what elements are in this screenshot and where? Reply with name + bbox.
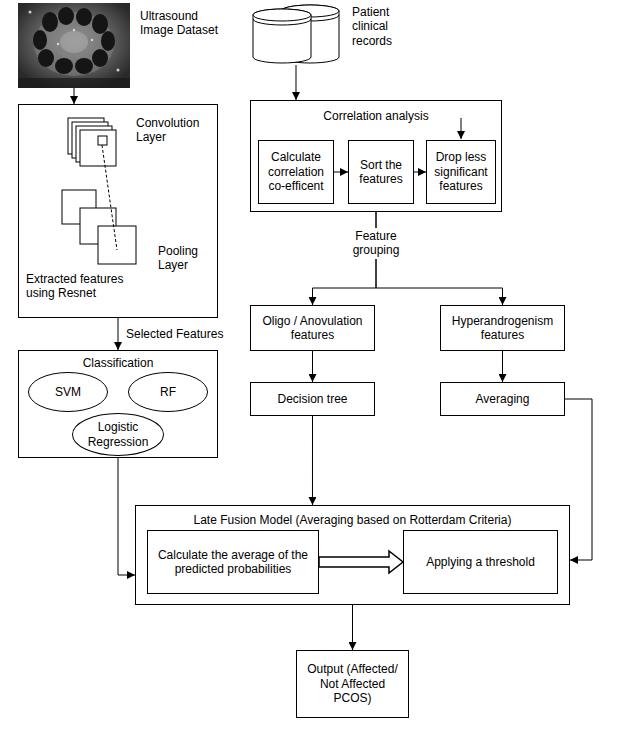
group-box: ClassificationSVM RF Logistic Regression bbox=[18, 350, 218, 458]
feedback-arrow bbox=[461, 118, 462, 139]
ultrasound-image bbox=[18, 3, 130, 88]
node-text: Pooling Layer bbox=[158, 244, 214, 273]
process-box: Calculate the average of the predicted p… bbox=[147, 530, 319, 594]
block-arrow bbox=[319, 551, 403, 573]
ellipse-shape bbox=[29, 373, 108, 412]
node-title: Ultrasound Image Dataset bbox=[140, 9, 220, 38]
connector-arrow bbox=[118, 458, 135, 575]
feature-map-drawing bbox=[62, 118, 136, 264]
classifier-ellipse: SVM bbox=[28, 372, 108, 412]
feature-extraction-box: Convolution LayerExtracted features usin… bbox=[18, 104, 218, 318]
node-text: Calculate the average of the predicted p… bbox=[151, 548, 315, 577]
node-text: Decision tree bbox=[277, 392, 347, 406]
node-title: Patient clinical records bbox=[352, 5, 424, 48]
node-text: SVM bbox=[55, 385, 81, 399]
connector-arrow bbox=[118, 318, 119, 350]
connector-arrow bbox=[502, 351, 503, 382]
edge-label: Selected Features bbox=[124, 326, 225, 342]
connector-arrow bbox=[295, 65, 296, 100]
classifier-ellipse: Logistic Regression bbox=[72, 413, 164, 456]
connector-arrow bbox=[352, 605, 353, 650]
group-box: Late Fusion Model (Averaging based on Ro… bbox=[135, 505, 570, 605]
process-box: Drop less significant features bbox=[426, 140, 496, 204]
node-text: Drop less significant features bbox=[430, 150, 492, 193]
connector-arrow bbox=[74, 88, 75, 104]
node-text: Output (Affected/ Not Affected PCOS) bbox=[307, 662, 399, 705]
node-title: Correlation analysis bbox=[251, 109, 501, 123]
output-box: Output (Affected/ Not Affected PCOS) bbox=[296, 650, 409, 718]
process-box: Averaging bbox=[440, 382, 565, 416]
process-box: Decision tree bbox=[250, 382, 375, 416]
node-title: Convolution Layer bbox=[136, 116, 214, 145]
node-text: Oligo / Anovulation features bbox=[254, 314, 371, 343]
process-box: Calculate correlation co-efficent bbox=[258, 140, 334, 204]
process-box: Oligo / Anovulation features bbox=[250, 305, 375, 351]
node-text: Hyperandrogenism features bbox=[444, 314, 561, 343]
database-node: Patient clinical records bbox=[250, 3, 342, 65]
node-text: Sort the features bbox=[352, 158, 410, 187]
node-text: Logistic Regression bbox=[75, 420, 161, 449]
process-box: Hyperandrogenism features bbox=[440, 305, 565, 351]
node-text: Applying a threshold bbox=[426, 555, 535, 569]
connector-arrow bbox=[312, 416, 313, 505]
node-text: Calculate correlation co-efficent bbox=[262, 150, 330, 193]
group-box: Correlation analysisCalculate correlatio… bbox=[250, 100, 502, 212]
connector-arrow bbox=[414, 172, 426, 173]
node-title: Classification bbox=[19, 356, 217, 370]
process-box: Applying a threshold bbox=[403, 530, 558, 594]
image-node: Ultrasound Image Dataset bbox=[18, 3, 130, 88]
ellipse-shape bbox=[129, 373, 208, 412]
flow-label: Feature grouping bbox=[343, 228, 409, 259]
connector-arrow bbox=[334, 172, 348, 173]
node-text: Extracted features using Resnet bbox=[26, 272, 151, 301]
classifier-ellipse: RF bbox=[128, 372, 208, 412]
ellipse-shape bbox=[73, 414, 164, 456]
node-title: Late Fusion Model (Averaging based on Ro… bbox=[136, 513, 569, 527]
process-box: Sort the features bbox=[348, 140, 414, 204]
connector-arrow bbox=[312, 351, 313, 382]
node-text: Averaging bbox=[476, 392, 530, 406]
database-cylinders bbox=[253, 5, 339, 63]
node-text: RF bbox=[160, 385, 176, 399]
